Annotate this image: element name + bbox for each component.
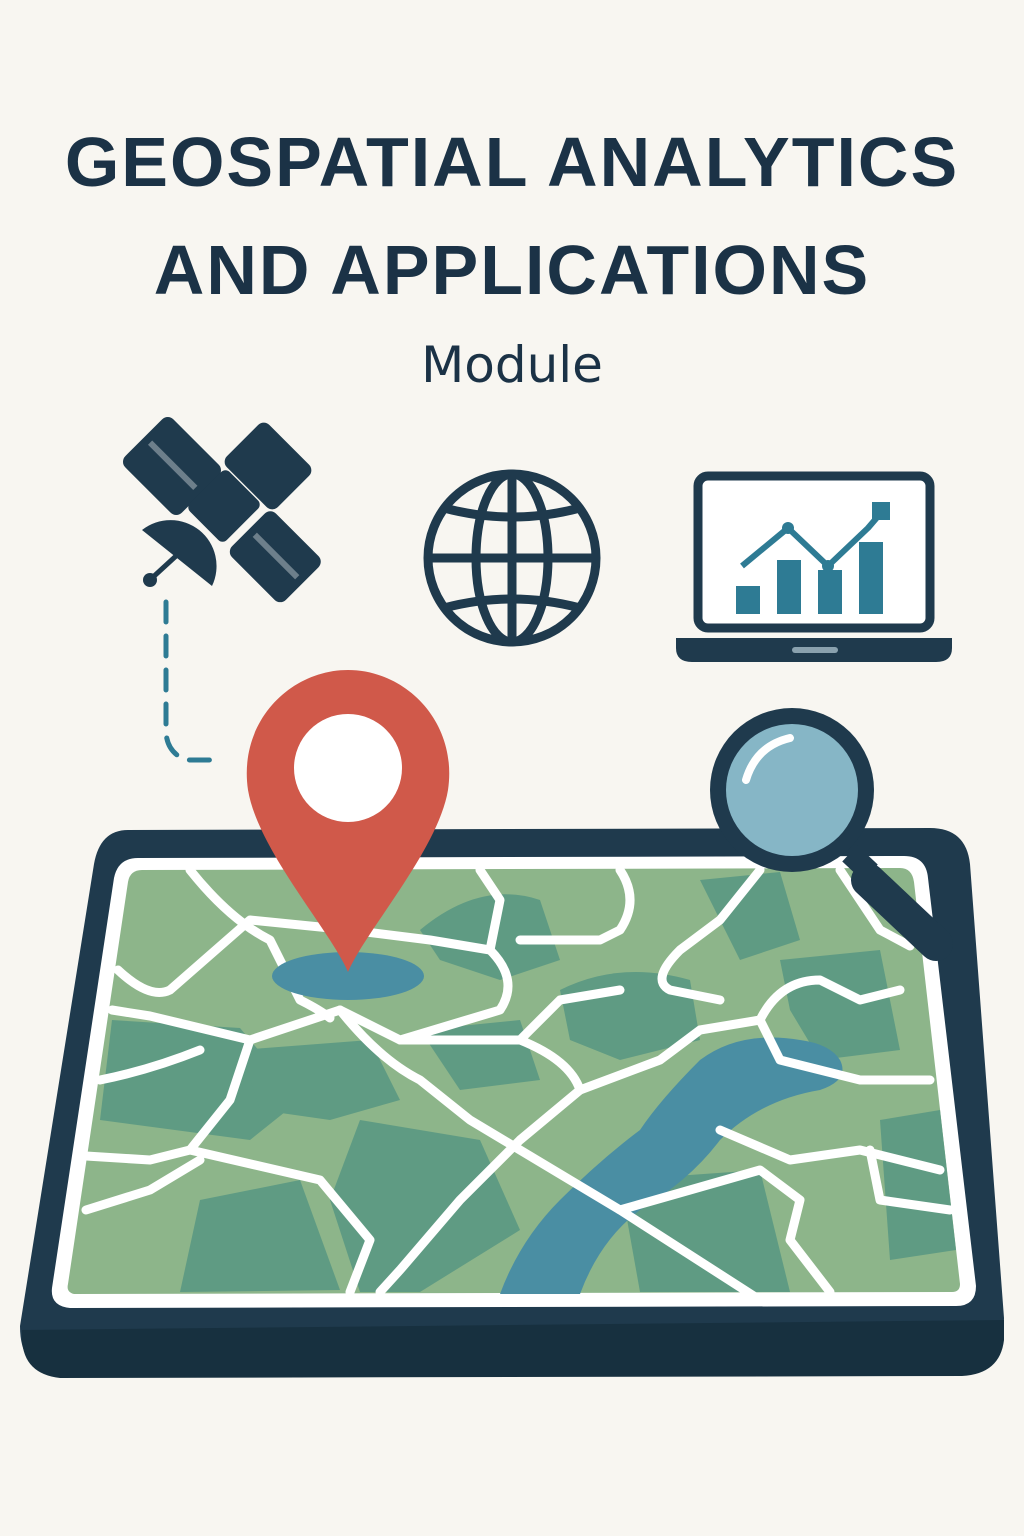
title-line-2: AND APPLICATIONS	[153, 231, 871, 309]
title-line-1: GEOSPATIAL ANALYTICS	[64, 123, 960, 201]
river	[500, 1037, 843, 1294]
satellite-icon	[122, 416, 321, 603]
map-tablet-illustration	[20, 828, 1004, 1378]
globe-icon	[423, 469, 601, 647]
location-pin-icon	[246, 670, 450, 1000]
page-subtitle: Module	[421, 336, 603, 394]
page-title: GEOSPATIAL ANALYTICS AND APPLICATIONS	[0, 108, 1024, 324]
signal-path	[163, 599, 225, 763]
laptop-chart-icon	[676, 471, 952, 662]
magnifier-icon	[710, 708, 953, 961]
